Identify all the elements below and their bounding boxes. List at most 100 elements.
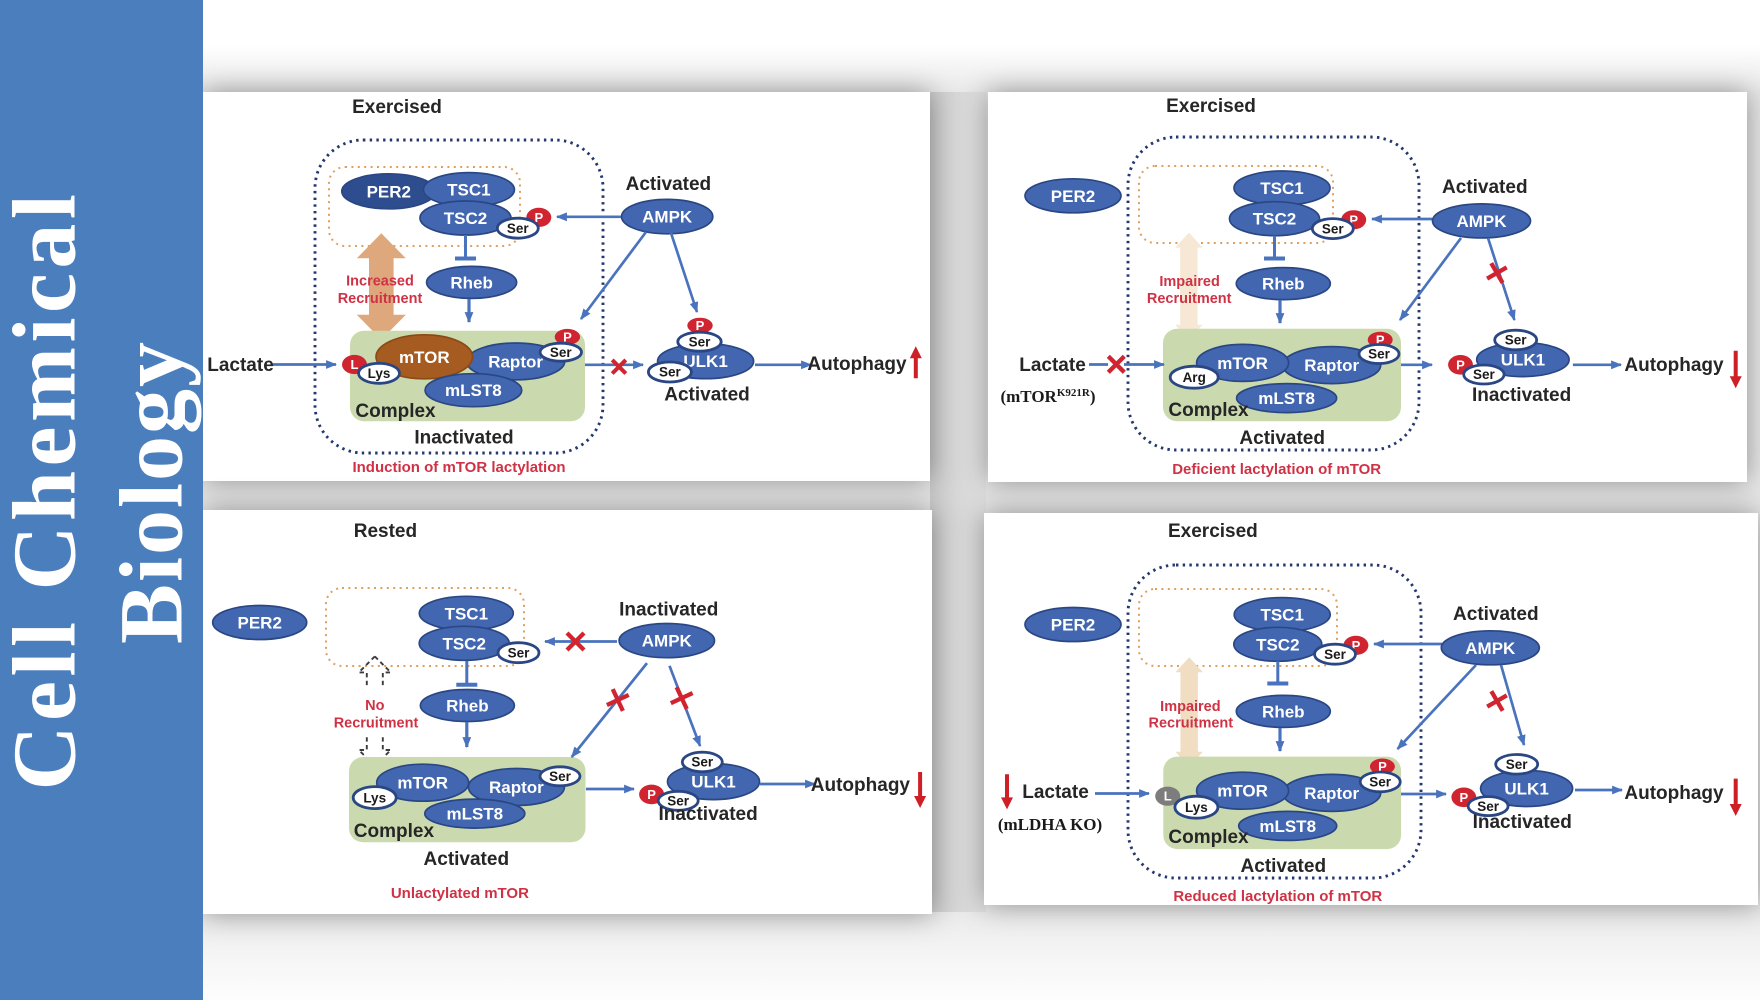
svg-text:ULK1: ULK1	[691, 773, 735, 792]
svg-text:Rheb: Rheb	[1262, 275, 1305, 294]
svg-text:Activated: Activated	[424, 849, 510, 870]
svg-text:Rheb: Rheb	[446, 696, 489, 715]
svg-text:TSC2: TSC2	[444, 209, 487, 228]
svg-text:PER2: PER2	[237, 613, 281, 632]
svg-text:Autophagy: Autophagy	[807, 354, 907, 375]
svg-text:Raptor: Raptor	[1304, 356, 1359, 375]
svg-text:AMPK: AMPK	[642, 208, 693, 227]
svg-text:Lys: Lys	[1185, 800, 1208, 815]
svg-text:P: P	[1456, 357, 1465, 372]
svg-text:mTOR: mTOR	[1217, 782, 1268, 801]
svg-text:Activated: Activated	[626, 174, 712, 195]
svg-text:P: P	[1376, 332, 1385, 347]
svg-text:Rested: Rested	[354, 521, 417, 542]
svg-text:Ser: Ser	[549, 769, 572, 784]
svg-text:Impaired: Impaired	[1159, 274, 1219, 290]
svg-text:P: P	[1459, 790, 1468, 805]
svg-text:Rheb: Rheb	[1262, 702, 1305, 721]
svg-text:ULK1: ULK1	[1504, 779, 1548, 798]
svg-text:Activated: Activated	[1241, 856, 1327, 877]
svg-text:Ser: Ser	[508, 645, 531, 660]
svg-text:mLST8: mLST8	[445, 381, 502, 400]
svg-text:Induction of mTOR lactylation: Induction of mTOR lactylation	[352, 459, 565, 476]
svg-text:Inactivated: Inactivated	[658, 804, 757, 825]
svg-text:Ser: Ser	[1505, 333, 1528, 348]
svg-text:Recruitment: Recruitment	[334, 715, 419, 731]
svg-text:Ser: Ser	[1324, 647, 1347, 662]
svg-text:TSC2: TSC2	[1253, 210, 1296, 229]
svg-text:Inactivated: Inactivated	[1472, 385, 1571, 406]
svg-text:mLST8: mLST8	[446, 805, 503, 824]
svg-text:Recruitment: Recruitment	[338, 291, 423, 307]
svg-text:Ser: Ser	[659, 365, 682, 380]
svg-text:Raptor: Raptor	[489, 778, 544, 797]
svg-text:P: P	[1378, 759, 1387, 774]
svg-text:Lactate: Lactate	[207, 355, 274, 376]
svg-text:PER2: PER2	[367, 182, 411, 201]
svg-text:mTOR: mTOR	[399, 348, 450, 367]
svg-text:Lactate: Lactate	[1022, 782, 1089, 803]
svg-text:Autophagy: Autophagy	[1624, 783, 1724, 804]
svg-text:Inactivated: Inactivated	[619, 600, 718, 621]
svg-text:Rheb: Rheb	[450, 273, 493, 292]
svg-text:Raptor: Raptor	[488, 352, 543, 371]
svg-text:Ser: Ser	[689, 334, 712, 349]
svg-text:P: P	[696, 318, 705, 333]
svg-text:PER2: PER2	[1051, 187, 1095, 206]
svg-text:(mLDHA KO): (mLDHA KO)	[998, 815, 1102, 834]
svg-text:mTOR: mTOR	[1217, 354, 1268, 373]
svg-text:Complex: Complex	[355, 401, 436, 422]
svg-text:ULK1: ULK1	[1501, 351, 1545, 370]
svg-text:Reduced lactylation of mTOR: Reduced lactylation of mTOR	[1173, 888, 1382, 905]
svg-text:Arg: Arg	[1183, 370, 1206, 385]
svg-text:TSC2: TSC2	[442, 634, 485, 653]
svg-text:AMPK: AMPK	[642, 632, 693, 651]
svg-text:Complex: Complex	[354, 821, 435, 842]
svg-text:Recruitment: Recruitment	[1147, 291, 1232, 307]
svg-text:Ser: Ser	[691, 755, 714, 770]
svg-text:(mTORK921R): (mTORK921R)	[1000, 387, 1095, 406]
svg-text:TSC1: TSC1	[1260, 606, 1303, 625]
svg-text:Exercised: Exercised	[1166, 96, 1256, 117]
svg-text:Exercised: Exercised	[352, 97, 442, 118]
svg-text:Inactivated: Inactivated	[414, 428, 513, 449]
svg-text:Impaired: Impaired	[1160, 699, 1220, 715]
svg-text:Activated: Activated	[664, 385, 750, 406]
svg-text:Raptor: Raptor	[1304, 784, 1359, 803]
svg-text:Ser: Ser	[1506, 757, 1529, 772]
svg-text:Ser: Ser	[1477, 799, 1500, 814]
svg-text:Autophagy: Autophagy	[1624, 355, 1724, 376]
svg-text:ULK1: ULK1	[683, 352, 727, 371]
svg-text:Inactivated: Inactivated	[1473, 812, 1572, 833]
svg-text:Ser: Ser	[667, 794, 690, 809]
svg-text:mLST8: mLST8	[1259, 817, 1316, 836]
svg-text:Ser: Ser	[1473, 367, 1496, 382]
svg-text:AMPK: AMPK	[1465, 639, 1516, 658]
svg-text:Unlactylated mTOR: Unlactylated mTOR	[391, 885, 529, 902]
svg-text:P: P	[1349, 212, 1358, 227]
svg-text:Autophagy: Autophagy	[811, 775, 911, 796]
svg-text:L: L	[1164, 789, 1172, 804]
svg-text:L: L	[351, 357, 359, 372]
svg-text:Complex: Complex	[1168, 827, 1249, 848]
svg-text:Ser: Ser	[1369, 775, 1392, 790]
svg-text:Ser: Ser	[507, 221, 530, 236]
svg-text:Ser: Ser	[550, 345, 573, 360]
svg-text:No: No	[365, 698, 384, 714]
svg-text:Ser: Ser	[1368, 347, 1391, 362]
svg-text:Recruitment: Recruitment	[1148, 716, 1233, 732]
svg-text:P: P	[563, 329, 572, 344]
svg-text:Complex: Complex	[1168, 400, 1249, 421]
svg-text:PER2: PER2	[1051, 615, 1095, 634]
svg-text:P: P	[647, 787, 656, 802]
svg-text:Lys: Lys	[363, 790, 386, 805]
svg-text:Activated: Activated	[1453, 604, 1539, 625]
svg-text:Deficient lactylation of mTOR: Deficient lactylation of mTOR	[1172, 461, 1381, 478]
svg-text:Increased: Increased	[346, 274, 414, 290]
svg-text:TSC1: TSC1	[1260, 179, 1303, 198]
svg-text:TSC2: TSC2	[1256, 635, 1299, 654]
svg-text:P: P	[1352, 638, 1361, 653]
svg-text:Ser: Ser	[1322, 221, 1345, 236]
svg-text:Exercised: Exercised	[1168, 521, 1258, 542]
svg-text:Lactate: Lactate	[1019, 355, 1086, 376]
